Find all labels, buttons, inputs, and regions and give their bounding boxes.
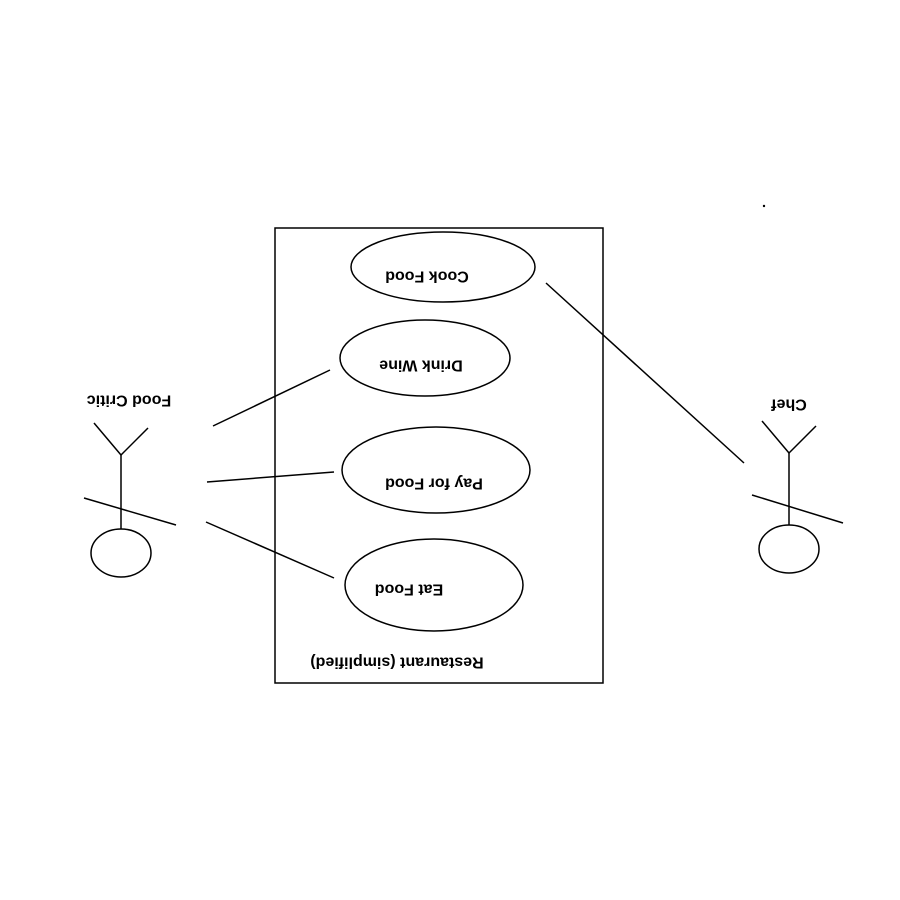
use-case-pay-for-food: Pay for Food <box>341 426 531 514</box>
use-case-label: Drink Wine <box>379 357 463 374</box>
association-chef-cook-food <box>545 282 745 464</box>
actor-head <box>90 528 152 578</box>
use-case-eat-food: Eat Food <box>344 538 524 632</box>
use-case-ellipse <box>341 426 531 514</box>
system-label-group: Restaurant (simplified) <box>310 654 483 671</box>
use-case-label: Eat Food <box>375 581 443 598</box>
actor-food-critic: Food Critic <box>83 392 177 578</box>
use-case-drink-wine: Drink Wine <box>339 319 511 397</box>
system-label: Restaurant (simplified) <box>310 654 483 671</box>
actor-leg-right <box>788 425 817 454</box>
use-case-label: Pay for Food <box>385 475 483 492</box>
use-case-ellipse <box>339 319 511 397</box>
actor-label: Food Critic <box>87 392 172 409</box>
speck-dot <box>762 204 766 208</box>
use-case-ellipse <box>350 231 536 303</box>
actor-head <box>758 524 820 574</box>
association-critic-drink-wine <box>212 369 331 427</box>
use-case-label: Cook Food <box>385 268 469 285</box>
actor-arms <box>751 494 844 524</box>
actor-leg-left <box>93 422 122 456</box>
actor-chef: Chef <box>751 396 844 574</box>
actor-arms <box>83 497 177 526</box>
actor-leg-left <box>761 420 790 454</box>
association-critic-eat-food <box>205 521 335 579</box>
system-boundary <box>274 227 604 684</box>
use-case-cook-food: Cook Food <box>350 231 536 303</box>
association-critic-pay-for-food <box>206 471 335 483</box>
use-case-ellipse <box>344 538 524 632</box>
actor-leg-right <box>120 427 149 456</box>
actor-label: Chef <box>771 396 807 413</box>
